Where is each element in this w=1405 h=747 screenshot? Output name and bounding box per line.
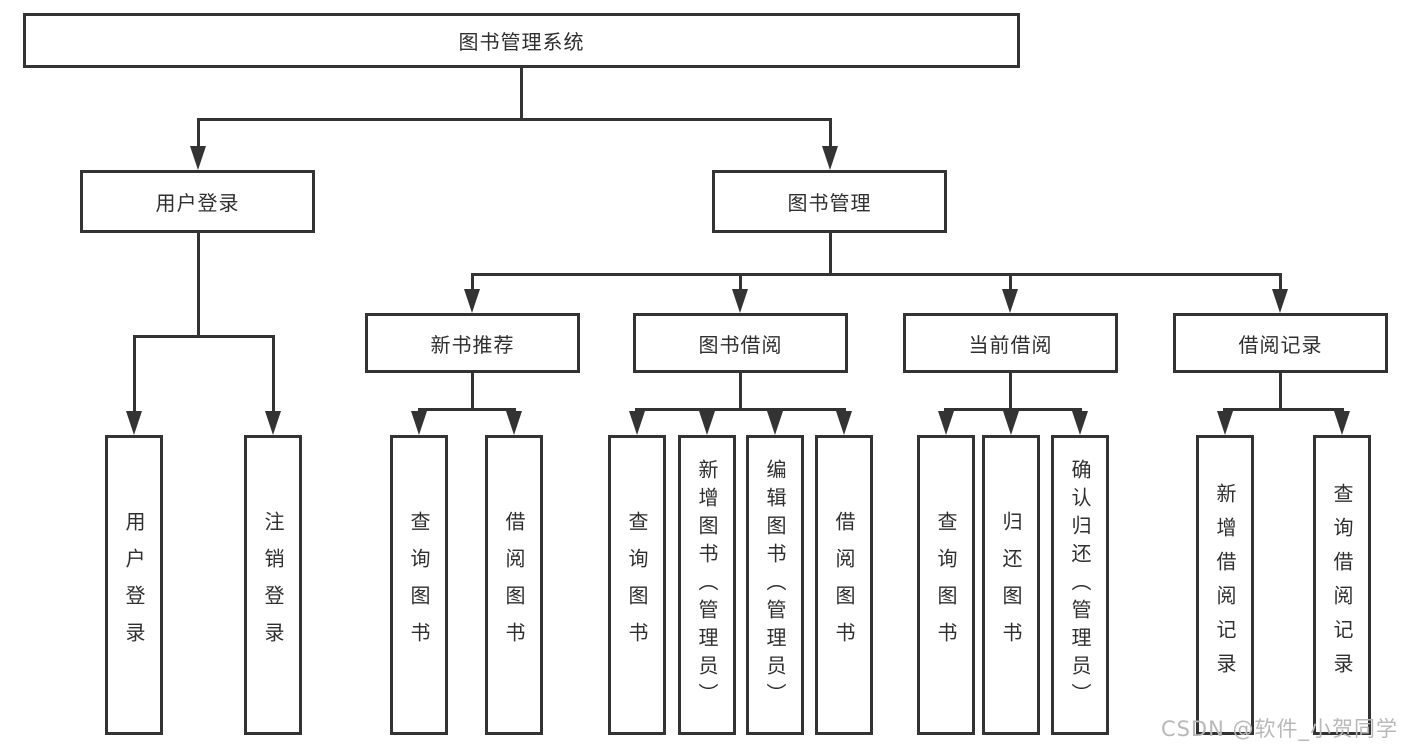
arrowhead-icon [190, 146, 206, 170]
line-vertical [739, 373, 742, 411]
arrowhead-icon [1002, 289, 1018, 313]
leaf-add-borrow-record: 新增借阅记录 [1196, 435, 1254, 735]
csdn-watermark: CSDN @软件_小贺同学 [1160, 717, 1398, 741]
arrowhead-icon [1217, 411, 1233, 435]
leaf-return-books: 归还图书 [982, 435, 1040, 735]
line-vertical [1009, 273, 1012, 291]
leaf-query-books-borrow: 查询图书 [608, 435, 666, 735]
node-root-library-system: 图书管理系统 [23, 13, 1020, 68]
line-vertical [1279, 273, 1282, 291]
line-vertical [471, 273, 474, 291]
line-vertical [829, 233, 832, 275]
arrowhead-icon [732, 289, 748, 313]
node-user-login: 用户登录 [80, 170, 315, 233]
node-label: 新书推荐 [430, 332, 515, 357]
leaf-label: 借阅图书 [502, 511, 526, 659]
line-horizontal [635, 408, 846, 411]
leaf-label: 确认归还（管理员） [1068, 459, 1092, 711]
line-vertical [197, 118, 200, 148]
leaf-query-books-current: 查询图书 [917, 435, 975, 735]
line-vertical [197, 233, 200, 338]
leaf-label: 注销登录 [261, 511, 285, 659]
leaf-edit-books-admin: 编辑图书（管理员） [746, 435, 804, 735]
arrowhead-icon [506, 411, 522, 435]
line-horizontal [418, 408, 516, 411]
line-vertical [1279, 373, 1282, 411]
arrowhead-icon [767, 411, 783, 435]
leaf-label: 编辑图书（管理员） [763, 459, 787, 711]
line-vertical [829, 118, 832, 148]
arrowhead-icon [1003, 411, 1019, 435]
line-horizontal [471, 273, 1282, 276]
leaf-label: 查询借阅记录 [1330, 483, 1354, 687]
arrowhead-icon [836, 411, 852, 435]
leaf-label: 用户登录 [122, 511, 146, 659]
arrowhead-icon [1072, 411, 1088, 435]
leaf-label: 查询图书 [625, 511, 649, 659]
node-borrow-record: 借阅记录 [1173, 313, 1388, 373]
line-vertical [471, 373, 474, 411]
leaf-borrow-books: 借阅图书 [815, 435, 873, 735]
arrowhead-icon [629, 411, 645, 435]
arrowhead-icon [411, 411, 427, 435]
leaf-label: 新增借阅记录 [1213, 483, 1237, 687]
arrowhead-icon [1334, 411, 1350, 435]
arrowhead-icon [464, 289, 480, 313]
arrowhead-icon [265, 411, 281, 435]
leaf-label: 查询图书 [407, 511, 431, 659]
line-vertical [739, 273, 742, 291]
node-book-borrow: 图书借阅 [633, 313, 848, 373]
leaf-label: 归还图书 [999, 511, 1023, 659]
line-vertical [272, 335, 275, 413]
arrowhead-icon [822, 146, 838, 170]
leaf-label: 查询图书 [934, 511, 958, 659]
arrowhead-icon [126, 411, 142, 435]
leaf-query-borrow-record: 查询借阅记录 [1313, 435, 1371, 735]
leaf-add-books-admin: 新增图书（管理员） [678, 435, 736, 735]
arrowhead-icon [1272, 289, 1288, 313]
line-horizontal [197, 118, 832, 121]
arrowhead-icon [699, 411, 715, 435]
leaf-user-login: 用户登录 [105, 435, 163, 735]
leaf-query-books-recommend: 查询图书 [390, 435, 448, 735]
node-label: 借阅记录 [1238, 332, 1323, 357]
line-horizontal [133, 335, 275, 338]
line-horizontal [1223, 408, 1344, 411]
node-new-book-recommend: 新书推荐 [365, 313, 580, 373]
line-vertical [1009, 373, 1012, 411]
node-label: 图书借阅 [698, 332, 783, 357]
node-label: 当前借阅 [968, 332, 1053, 357]
node-current-borrow: 当前借阅 [903, 313, 1118, 373]
line-vertical [520, 68, 523, 118]
node-label: 用户登录 [155, 191, 240, 215]
arrowhead-icon [938, 411, 954, 435]
leaf-logout: 注销登录 [244, 435, 302, 735]
node-book-management: 图书管理 [712, 170, 947, 233]
leaf-label: 新增图书（管理员） [695, 459, 719, 711]
node-label: 图书管理 [787, 191, 872, 215]
leaf-label: 借阅图书 [832, 511, 856, 659]
line-horizontal [944, 408, 1082, 411]
line-vertical [133, 335, 136, 413]
node-label: 图书管理系统 [458, 30, 585, 54]
leaf-confirm-return-admin: 确认归还（管理员） [1051, 435, 1109, 735]
leaf-borrow-books-recommend: 借阅图书 [485, 435, 543, 735]
